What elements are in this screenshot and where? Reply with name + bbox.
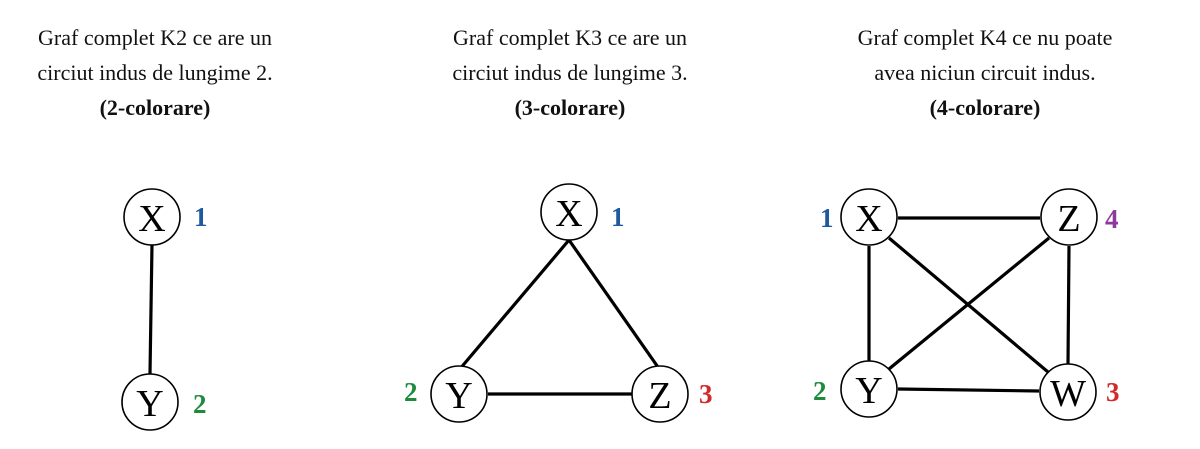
- edge-k4-z-y: [887, 236, 1051, 371]
- edge-k3-x-y: [457, 238, 571, 372]
- color-number: 1: [611, 202, 625, 232]
- node-k3-z: Z: [631, 365, 689, 423]
- caption-k3-coloring: (3-colorare): [514, 95, 626, 120]
- color-number: 4: [1105, 204, 1119, 234]
- color-number: 1: [194, 202, 208, 232]
- color-number: 3: [1106, 377, 1120, 407]
- caption-k3-line1: Graf complet K3 ce are un: [453, 25, 687, 50]
- node-k2-x: X: [123, 188, 181, 246]
- node-k4-z: Z: [1040, 188, 1098, 246]
- node-k4-w: W: [1039, 363, 1097, 421]
- caption-k2-line1: Graf complet K2 ce are un: [38, 25, 272, 50]
- node-label: X: [855, 198, 882, 240]
- caption-k3-line2: circiut indus de lungime 3.: [452, 60, 688, 85]
- caption-k4: Graf complet K4 ce nu poate avea niciun …: [795, 20, 1175, 125]
- node-label: Y: [136, 383, 163, 425]
- caption-k2: Graf complet K2 ce are un circiut indus …: [0, 20, 345, 125]
- caption-k4-line2: avea niciun circuit indus.: [874, 60, 1096, 85]
- graph-k4: X 1 Z 4 Y 2 W 3: [813, 188, 1120, 421]
- caption-k2-line2: circiut indus de lungime 2.: [37, 60, 273, 85]
- graph-k3: X 1 Y 2 Z 3: [404, 183, 713, 423]
- node-k3-x: X: [540, 183, 598, 241]
- caption-k4-coloring: (4-colorare): [929, 95, 1041, 120]
- node-label: X: [138, 198, 165, 240]
- caption-k4-line1: Graf complet K4 ce nu poate: [857, 25, 1113, 50]
- edge-k4-z-w: [1066, 245, 1071, 365]
- node-label: Y: [855, 370, 882, 412]
- node-label: Z: [1057, 198, 1080, 240]
- color-number: 3: [699, 379, 713, 409]
- edge-k4-y-w: [897, 387, 1040, 393]
- node-k4-x: X: [840, 188, 898, 246]
- node-label: Y: [445, 375, 472, 417]
- node-label: W: [1050, 373, 1086, 415]
- node-k2-y: Y: [121, 373, 179, 431]
- edge-k2-x-y: [148, 243, 154, 375]
- node-k3-y: Y: [430, 365, 488, 423]
- graph-k2: X 1 Y 2: [121, 188, 208, 431]
- color-number: 2: [404, 377, 418, 407]
- node-label: Z: [648, 375, 671, 417]
- caption-k3: Graf complet K3 ce are un circiut indus …: [380, 20, 760, 125]
- caption-k2-coloring: (2-colorare): [99, 95, 211, 120]
- node-k4-y: Y: [840, 360, 898, 418]
- color-number: 1: [820, 203, 834, 233]
- edge-k3-x-z: [567, 239, 662, 371]
- color-number: 2: [193, 389, 207, 419]
- node-label: X: [555, 193, 582, 235]
- color-number: 2: [813, 376, 827, 406]
